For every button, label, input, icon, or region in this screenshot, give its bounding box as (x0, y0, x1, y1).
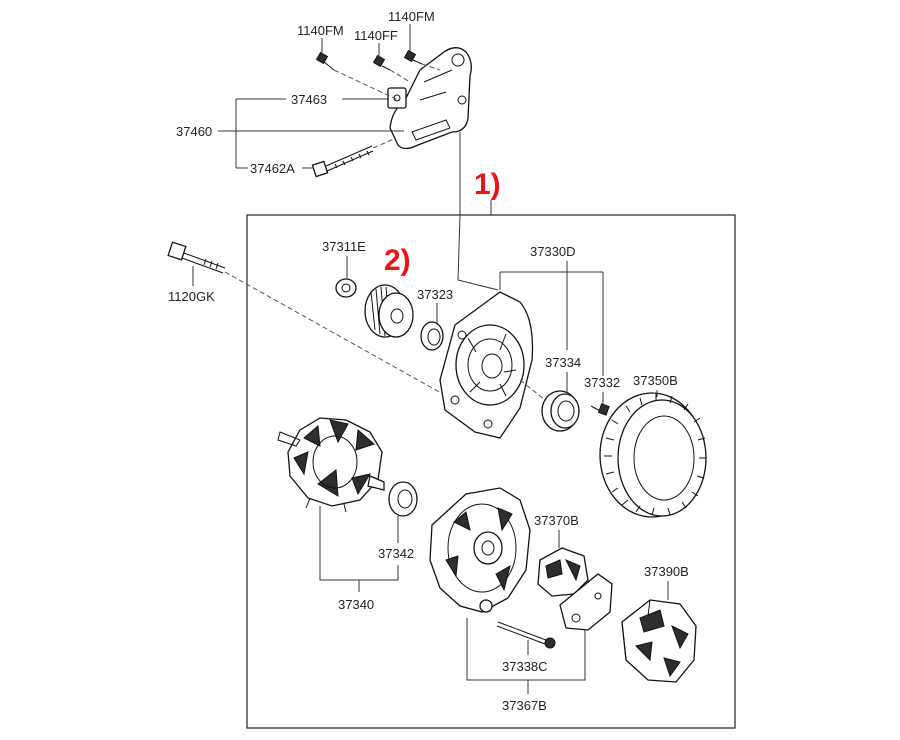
label-37311e: 37311E (322, 239, 366, 254)
leader-37367b (466, 618, 586, 694)
callout-1: 1) (474, 168, 501, 201)
regulator-37370b (537, 547, 613, 631)
nut-37463 (387, 87, 407, 109)
bearing-37334 (541, 390, 580, 432)
dash-37462a (372, 137, 397, 149)
label-37334: 37334 (545, 355, 581, 370)
mounting-bracket (389, 47, 472, 150)
stator-37350b (599, 392, 707, 518)
label-37330d: 37330D (530, 244, 576, 259)
label-37367b: 37367B (502, 698, 547, 713)
label-37462a: 37462A (250, 161, 295, 176)
label-37390b: 37390B (644, 564, 689, 579)
label-37332: 37332 (584, 375, 620, 390)
bolt-1140fm-b (403, 49, 423, 65)
label-37323: 37323 (417, 287, 453, 302)
bearing-37342 (388, 481, 418, 517)
bolt-1120gk (167, 241, 226, 274)
bolt-1140fm-a (315, 51, 335, 71)
dash-1140ff (389, 69, 411, 83)
dash-37334 (519, 379, 546, 401)
label-1140fm-b: 1140FM (388, 9, 435, 24)
rear-bracket-37367b (429, 487, 531, 613)
bolt-37338c (496, 621, 556, 649)
front-bracket-37330d (439, 291, 534, 439)
label-37340: 37340 (338, 597, 374, 612)
leader-bracket-frame (457, 132, 499, 291)
cover-37390b (621, 599, 697, 683)
label-37460: 37460 (176, 124, 212, 139)
label-1140ff: 1140FF (354, 28, 398, 43)
rotor-37340 (277, 417, 385, 513)
label-37463: 37463 (291, 92, 327, 107)
leader-37330d (499, 261, 604, 376)
label-1120gk: 1120GK (168, 289, 215, 304)
label-37338c: 37338C (502, 659, 548, 674)
screw-37332 (590, 403, 610, 416)
spacer-ring (420, 321, 444, 351)
bolt-37462a (311, 145, 374, 178)
label-37342: 37342 (378, 546, 414, 561)
leader-37460 (218, 98, 404, 169)
dash-1140fm-b (421, 63, 441, 71)
bolt-1140ff (372, 54, 391, 71)
nut-37311e (335, 278, 357, 298)
label-1140fm-a: 1140FM (297, 23, 344, 38)
dash-1140fm-a (333, 69, 399, 101)
label-37370b: 37370B (534, 513, 579, 528)
leader-37340 (319, 506, 399, 592)
callout-2: 2) (384, 244, 411, 277)
pulley-37323 (364, 284, 414, 338)
dash-1120gk (224, 271, 451, 399)
label-37350b: 37350B (633, 373, 678, 388)
